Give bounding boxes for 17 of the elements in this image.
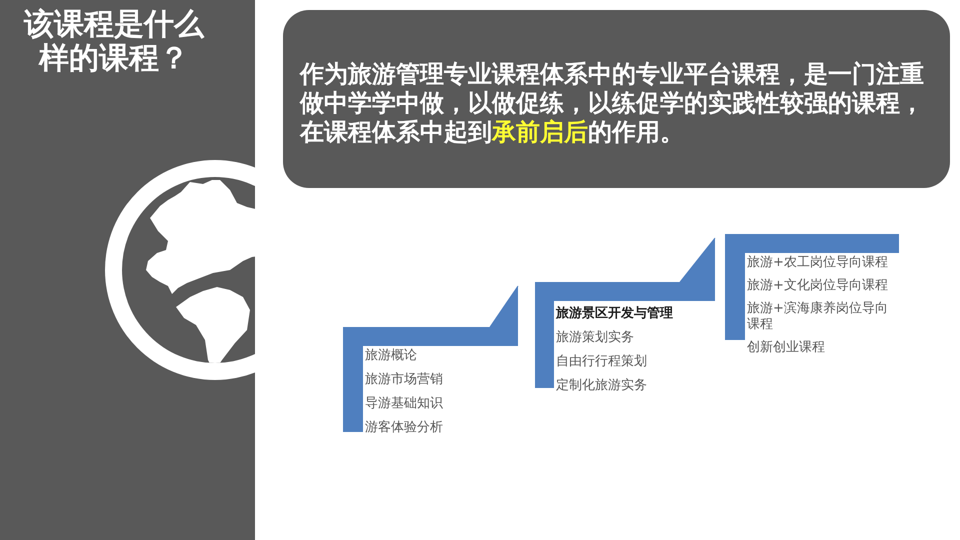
step-heading: 旅游景区开发与管理 bbox=[556, 305, 674, 322]
description-text: 作为旅游管理专业课程体系中的专业平台课程，是一门注重做中学学中做，以做促练，以练促学的实践性较强的课程，在课程体系中起到承前启后的作用。 bbox=[300, 60, 925, 147]
course-name: 旅游+文化岗位导向课程 bbox=[747, 278, 889, 294]
course-name: 导游基础知识 bbox=[365, 395, 444, 412]
course-name: 创新创业课程 bbox=[747, 340, 826, 356]
step-arrow bbox=[490, 286, 518, 327]
course-name: 旅游概论 bbox=[365, 347, 418, 364]
step-arrow bbox=[680, 238, 715, 282]
course-name: 自由行行程策划 bbox=[556, 353, 648, 370]
course-name: 游客体验分析 bbox=[365, 419, 444, 436]
course-name: 旅游策划实务 bbox=[556, 329, 635, 346]
text-panel bbox=[283, 10, 950, 188]
course-name: 定制化旅游实务 bbox=[556, 377, 648, 394]
slide-title: 该课程是什么样的课程？ bbox=[22, 8, 206, 76]
course-name: 旅游市场营销 bbox=[365, 371, 444, 388]
course-name: 旅游+农工岗位导向课程 bbox=[747, 255, 889, 271]
course-name: 旅游+滨海康养岗位导向课程 bbox=[747, 301, 889, 333]
